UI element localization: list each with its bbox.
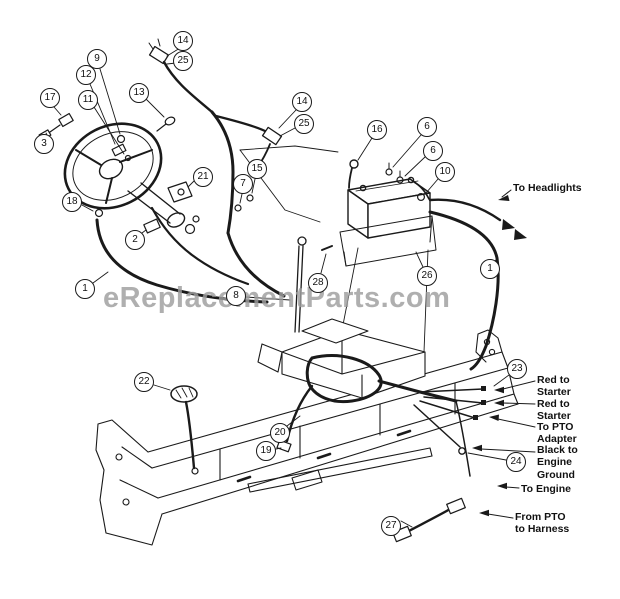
label-red-to-starter-1: Red to Starter <box>537 374 571 399</box>
center-console <box>257 318 426 399</box>
callout-18: 18 <box>62 192 82 212</box>
callout-25: 25 <box>294 114 314 134</box>
column-wire <box>150 206 250 286</box>
callout-6: 6 <box>417 117 437 137</box>
callout-13: 13 <box>129 83 149 103</box>
pto-cable <box>392 497 466 543</box>
callout-24: 24 <box>506 452 526 472</box>
callout-9: 9 <box>87 49 107 69</box>
battery <box>347 159 431 239</box>
callout-1: 1 <box>75 279 95 299</box>
cap-and-lead <box>170 385 199 475</box>
callout-17: 17 <box>40 88 60 108</box>
callout-14: 14 <box>173 31 193 51</box>
callout-2: 2 <box>125 230 145 250</box>
label-red-to-starter-2: Red to Starter <box>537 398 571 423</box>
headlight-wire <box>428 198 527 240</box>
callout-20: 20 <box>270 423 290 443</box>
dash-wire <box>226 231 286 298</box>
callout-16: 16 <box>367 120 387 140</box>
callout-23: 23 <box>507 359 527 379</box>
callout-11: 11 <box>78 90 98 110</box>
label-to-engine: To Engine <box>521 483 571 495</box>
upper-harness <box>148 38 339 235</box>
callout-28: 28 <box>308 273 328 293</box>
callout-21: 21 <box>193 167 213 187</box>
callout-10: 10 <box>435 162 455 182</box>
steering-wheel <box>63 122 196 235</box>
callout-14: 14 <box>292 92 312 112</box>
callout-leaders <box>45 47 510 528</box>
lift-rod <box>294 236 333 333</box>
callout-27: 27 <box>381 516 401 536</box>
callout-3: 3 <box>34 134 54 154</box>
callout-7: 7 <box>233 174 253 194</box>
callout-8: 8 <box>226 286 246 306</box>
right-harness-wire <box>428 210 500 371</box>
callout-12: 12 <box>76 65 96 85</box>
label-to-pto-adapter: To PTO Adapter <box>537 421 577 446</box>
callout-1: 1 <box>480 259 500 279</box>
callout-26: 26 <box>417 266 437 286</box>
callout-15: 15 <box>247 159 267 179</box>
label-arrows <box>472 189 536 519</box>
main-harness-bundle <box>276 354 486 477</box>
label-to-headlights: To Headlights <box>513 182 582 194</box>
label-from-pto-to-harness: From PTO to Harness <box>515 511 570 536</box>
callout-22: 22 <box>134 372 154 392</box>
callout-25: 25 <box>173 51 193 71</box>
callout-6: 6 <box>423 141 443 161</box>
label-black-to-engine-ground: Black to Engine Ground <box>537 444 578 481</box>
callout-19: 19 <box>256 441 276 461</box>
